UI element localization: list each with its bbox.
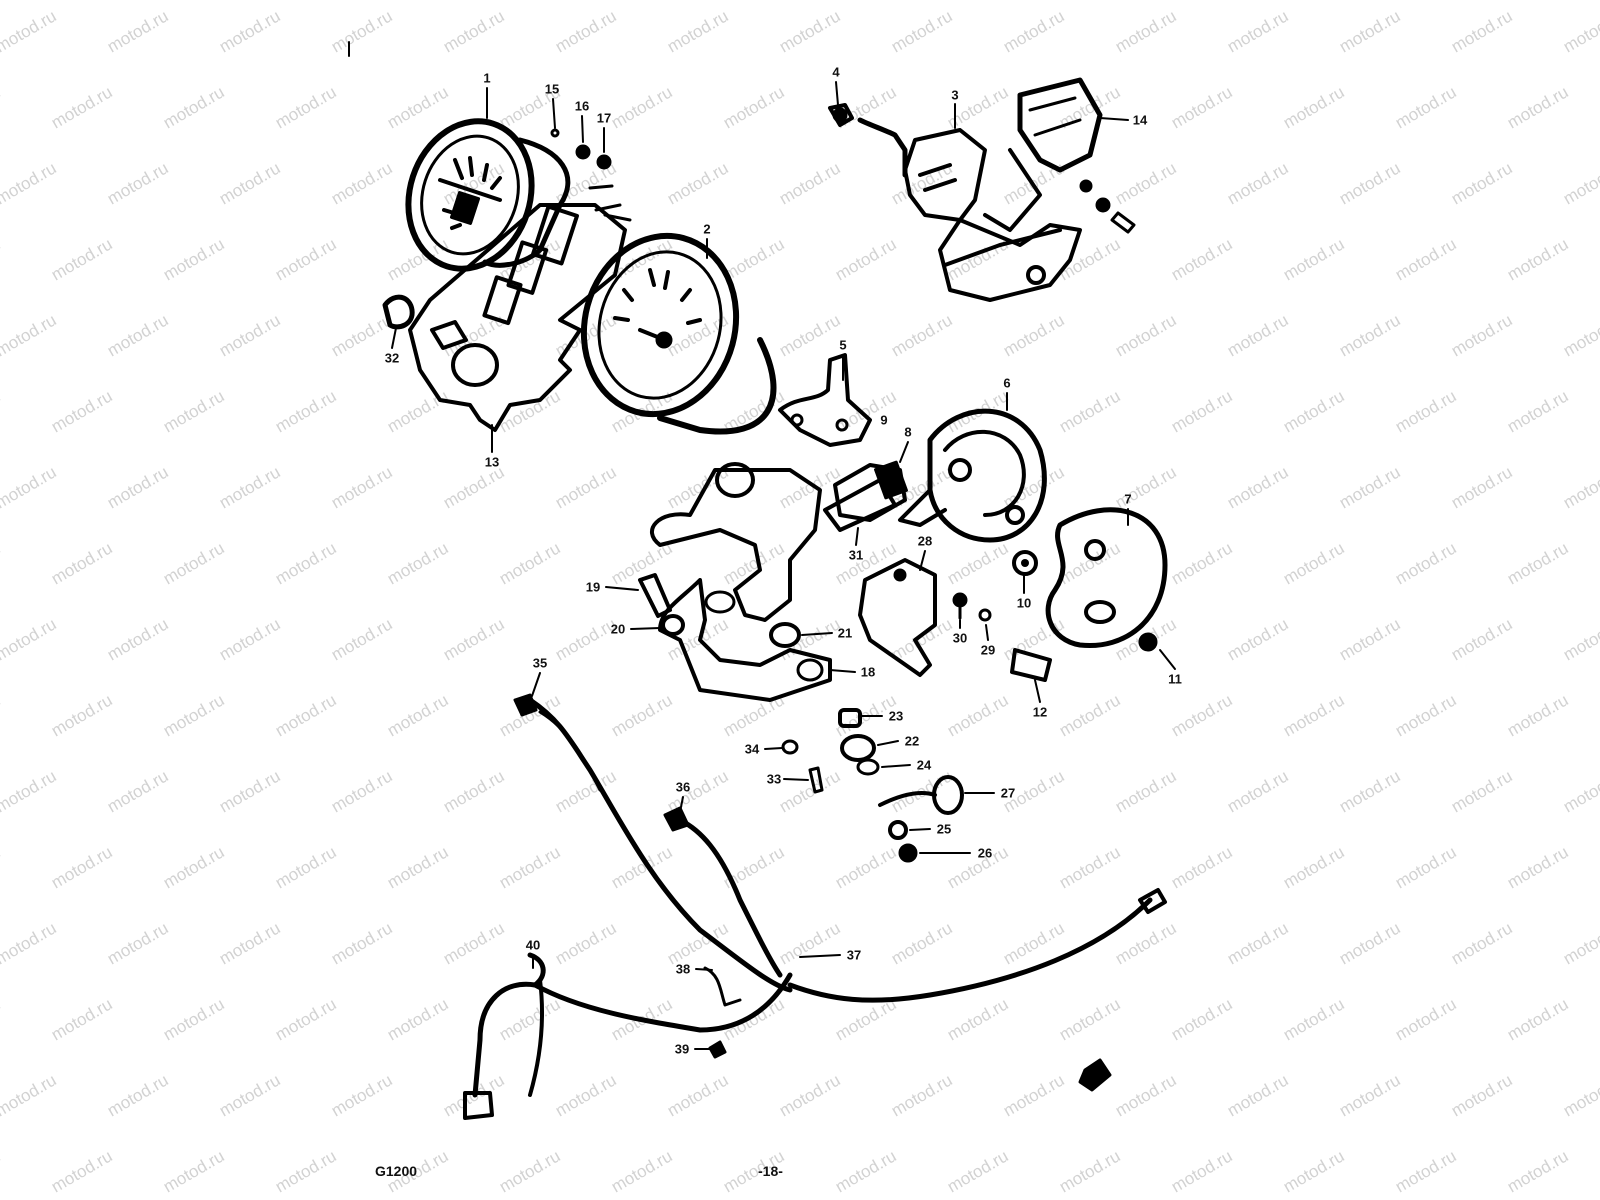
switch-block (823, 460, 908, 532)
page-number: -18- (758, 1163, 783, 1179)
part-label-19: 19 (585, 579, 601, 595)
indicator-cap (382, 294, 415, 330)
part-label-14: 14 (1132, 112, 1148, 128)
washer-10 (1012, 550, 1038, 576)
part-label-34: 34 (744, 741, 760, 757)
part-label-29: 29 (980, 642, 996, 658)
cables (463, 693, 1167, 1120)
part-label-21: 21 (837, 625, 853, 641)
corner-arrow-mark (1078, 1058, 1112, 1092)
headlight-shell (1045, 507, 1168, 649)
part-label-33: 33 (766, 771, 782, 787)
part-label-9: 9 (880, 412, 888, 428)
part-label-15: 15 (544, 81, 560, 97)
headlight-case (898, 408, 1047, 543)
switch-cover (983, 77, 1103, 232)
part-label-5: 5 (839, 337, 847, 353)
ignition-switch-assembly (828, 103, 1082, 302)
part-label-16: 16 (574, 98, 590, 114)
leader-lines (391, 81, 1176, 1050)
nut-11 (1138, 632, 1158, 652)
tachometer-gauge (405, 118, 571, 272)
upper-bracket-plate (778, 353, 872, 447)
screw-33 (808, 766, 824, 794)
part-label-4: 4 (832, 64, 840, 80)
part-label-27: 27 (1000, 785, 1016, 801)
washer-24 (856, 758, 880, 776)
bolt-19 (638, 573, 672, 618)
part-label-37: 37 (846, 947, 862, 963)
part-label-40: 40 (525, 937, 541, 953)
washer-21 (769, 622, 801, 648)
part-label-20: 20 (610, 621, 626, 637)
part-label-31: 31 (848, 547, 864, 563)
part-label-25: 25 (936, 821, 952, 837)
part-label-13: 13 (484, 454, 500, 470)
part-label-39: 39 (674, 1041, 690, 1057)
cap-23 (838, 708, 862, 728)
washer-34 (781, 739, 799, 755)
part-label-22: 22 (904, 733, 920, 749)
part-label-35: 35 (532, 655, 548, 671)
part-label-17: 17 (596, 110, 612, 126)
part-label-12: 12 (1032, 704, 1048, 720)
part-label-23: 23 (888, 708, 904, 724)
nut-26 (898, 843, 918, 863)
part-label-2: 2 (703, 221, 711, 237)
part-label-6: 6 (1003, 375, 1011, 391)
bulb-27 (932, 775, 964, 815)
part-label-1: 1 (483, 70, 491, 86)
gauge-housing-bracket (408, 184, 632, 432)
washer-25 (888, 820, 908, 840)
washer-20 (661, 614, 685, 636)
part-label-18: 18 (860, 664, 876, 680)
part-label-8: 8 (904, 424, 912, 440)
part-label-38: 38 (675, 961, 691, 977)
part-label-36: 36 (675, 779, 691, 795)
part-label-7: 7 (1124, 491, 1132, 507)
side-bracket (858, 558, 992, 677)
part-label-11: 11 (1168, 671, 1182, 687)
part-label-26: 26 (977, 845, 993, 861)
part-label-24: 24 (916, 757, 932, 773)
part-label-3: 3 (951, 87, 959, 103)
speedometer-gauge (580, 232, 777, 435)
block-12 (1010, 648, 1052, 682)
part-label-32: 32 (384, 350, 400, 366)
part-label-30: 30 (952, 630, 968, 646)
grommet-22 (840, 734, 876, 762)
part-label-28: 28 (917, 533, 933, 549)
main-mounting-bracket (650, 462, 832, 702)
model-label: G1200 (375, 1163, 418, 1179)
part-label-10: 10 (1016, 595, 1032, 611)
